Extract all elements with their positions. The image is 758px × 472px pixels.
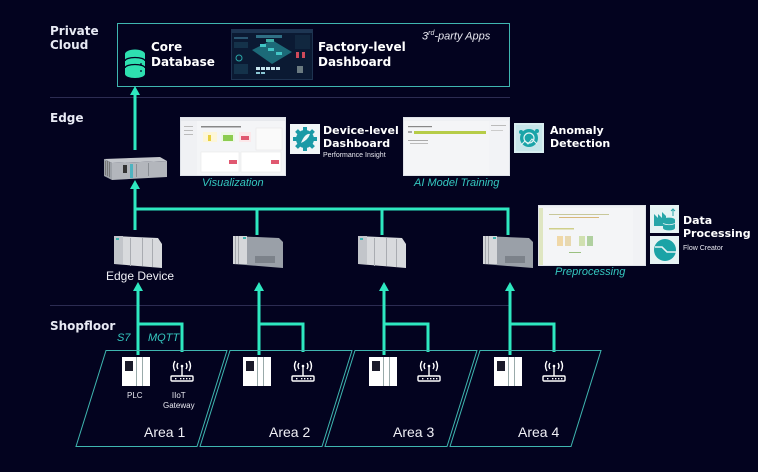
database-icon	[124, 49, 146, 79]
area-2-uplink	[254, 282, 305, 355]
third-party-superscript: rd	[428, 30, 435, 37]
edge-device-label: Edge Device	[106, 269, 175, 283]
area-4-frame	[449, 350, 602, 447]
data-processing-label: Data Processing	[683, 214, 751, 240]
factory-dashboard-label: Factory-level Dashboard	[318, 40, 406, 69]
flow-creator-label: Flow Creator	[683, 245, 724, 252]
third-party-number: 3	[422, 30, 429, 43]
area-4-label: Area 4	[518, 424, 560, 440]
area-3-label: Area 3	[393, 424, 435, 440]
area-4-uplink	[505, 282, 556, 355]
anomaly-detection-app-icon[interactable]	[514, 123, 544, 153]
plc-icon[interactable]	[122, 357, 150, 386]
factory-dashboard-screenshot[interactable]	[231, 29, 313, 80]
edge-device-3[interactable]	[356, 234, 408, 268]
visualization-screenshot[interactable]	[180, 117, 286, 176]
edge-device-1[interactable]	[112, 234, 164, 268]
ai-model-training-screenshot[interactable]	[403, 117, 510, 176]
third-party-apps-label: 3rd-party Apps	[422, 30, 490, 43]
performance-insight-app-icon[interactable]	[290, 124, 320, 154]
third-party-text: -party Apps	[434, 30, 491, 43]
protocol-s7-label: S7	[117, 332, 131, 344]
layer-label-private-cloud: Private Cloud	[50, 24, 99, 52]
anomaly-detection-label: Anomaly Detection	[550, 124, 611, 150]
plc-icon[interactable]	[243, 357, 271, 386]
private-cloud-frame	[117, 23, 510, 87]
plc-icon[interactable]	[494, 357, 522, 386]
edge-server-icon	[100, 153, 168, 181]
preprocessing-screenshot[interactable]	[538, 205, 646, 266]
preprocessing-caption: Preprocessing	[555, 266, 626, 278]
edge-bus	[135, 207, 510, 235]
performance-insight-label: Performance Insight	[323, 152, 386, 159]
area-1-uplink	[133, 282, 184, 355]
gear-icon	[293, 127, 317, 151]
area-1-frame	[75, 350, 228, 447]
visualization-caption: Visualization	[202, 177, 264, 189]
flow-creator-app-icon[interactable]	[650, 236, 679, 264]
device-dashboard-label: Device-level Dashboard	[323, 124, 399, 150]
layer-label-edge: Edge	[50, 111, 84, 125]
plc-icon[interactable]	[369, 357, 397, 386]
area-2-frame	[199, 350, 353, 447]
area-3-frame	[324, 350, 478, 447]
iiot-gateway-label: IIoT Gateway	[163, 391, 195, 410]
core-database-label: Core Database	[151, 40, 215, 69]
edge-device-4[interactable]	[481, 234, 535, 268]
data-processing-app-icon[interactable]	[650, 205, 679, 233]
flow-icon	[653, 239, 676, 261]
divider-edge-shopfloor	[50, 305, 510, 306]
anomaly-icon	[516, 125, 542, 151]
arrow-to-cloud	[130, 86, 140, 95]
plc-label: PLC	[127, 391, 143, 400]
arrow-to-server	[130, 180, 140, 189]
ai-model-training-caption: AI Model Training	[414, 177, 500, 189]
iiot-gateway-icon[interactable]	[540, 357, 568, 385]
edge-device-2[interactable]	[231, 234, 285, 268]
protocol-mqtt-label: MQTT	[148, 332, 180, 344]
iiot-gateway-icon[interactable]	[289, 357, 317, 385]
area-1-label: Area 1	[144, 424, 186, 440]
area-3-uplink	[379, 282, 430, 355]
divider-cloud-edge	[50, 97, 510, 98]
iiot-gateway-icon[interactable]	[415, 357, 443, 385]
iiot-gateway-icon[interactable]	[168, 357, 196, 385]
layer-label-shopfloor: Shopfloor	[50, 319, 116, 333]
database-upload-icon	[653, 208, 675, 231]
area-2-label: Area 2	[269, 424, 311, 440]
